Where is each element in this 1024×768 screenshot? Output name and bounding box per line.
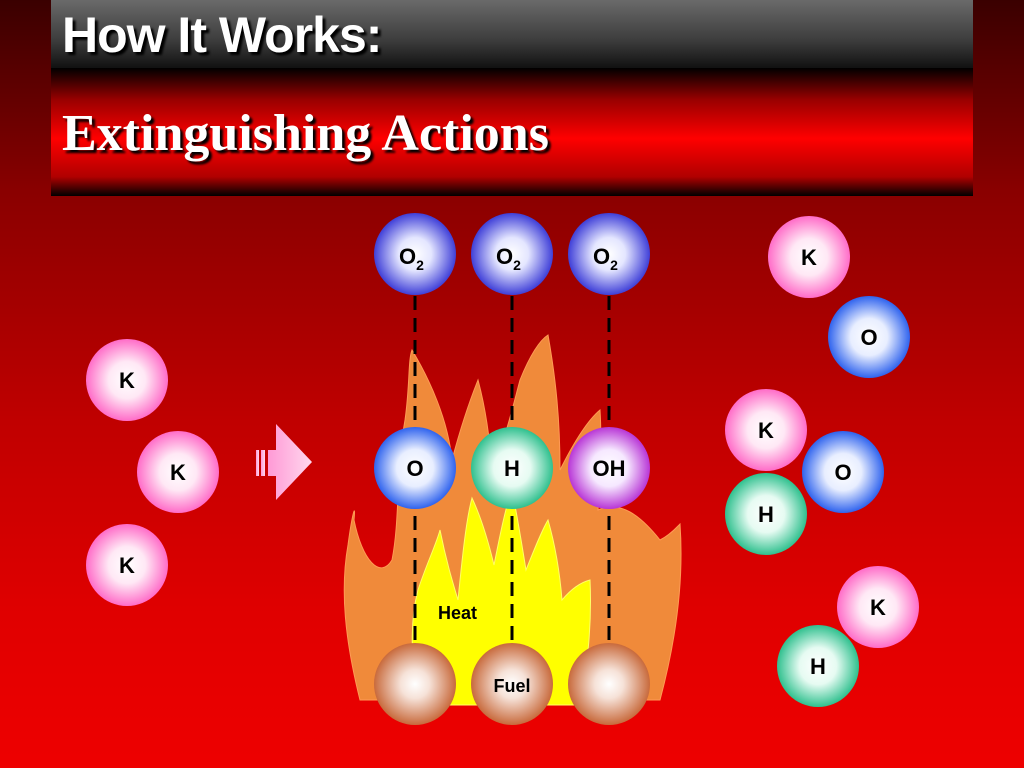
svg-text:K: K [119,368,135,393]
potassium-atom: K [137,431,219,513]
svg-text:O: O [860,325,877,350]
header-title-bar [51,0,973,68]
svg-text:K: K [170,460,186,485]
flame-inner [411,488,592,706]
potassium-atom: K [86,339,168,421]
svg-text:H: H [810,654,826,679]
radical-h: H [471,427,553,509]
svg-text:O2: O2 [593,244,618,273]
svg-text:H: H [758,502,774,527]
heat-label: Heat [438,603,477,623]
o2-molecule: O2 [568,213,650,295]
svg-text:K: K [870,595,886,620]
product-koh: O H K [725,389,884,555]
o2-molecule: O2 [374,213,456,295]
arrow-icon [256,424,312,500]
fuel-molecule [374,643,456,725]
radical-oh: OH [568,427,650,509]
radical-o: O [374,427,456,509]
product-kh: K H [777,566,919,707]
slide-title: How It Works: [62,7,382,63]
svg-text:H: H [504,456,520,481]
dashed-lines [413,296,611,645]
svg-text:O2: O2 [399,244,424,273]
svg-text:K: K [758,418,774,443]
svg-text:K: K [119,553,135,578]
o2-molecule: O2 [471,213,553,295]
slide-subtitle: Extinguishing Actions [62,105,549,162]
svg-text:OH: OH [593,456,626,481]
svg-text:O: O [406,456,423,481]
fuel-molecule [471,643,553,725]
product-ko: K O [768,216,910,378]
potassium-atom: K [86,524,168,606]
svg-text:O: O [834,460,851,485]
header-subtitle-bar [51,68,973,196]
fuel-label: Fuel [493,676,530,696]
svg-text:O2: O2 [496,244,521,273]
fuel-molecule [568,643,650,725]
svg-text:K: K [801,245,817,270]
